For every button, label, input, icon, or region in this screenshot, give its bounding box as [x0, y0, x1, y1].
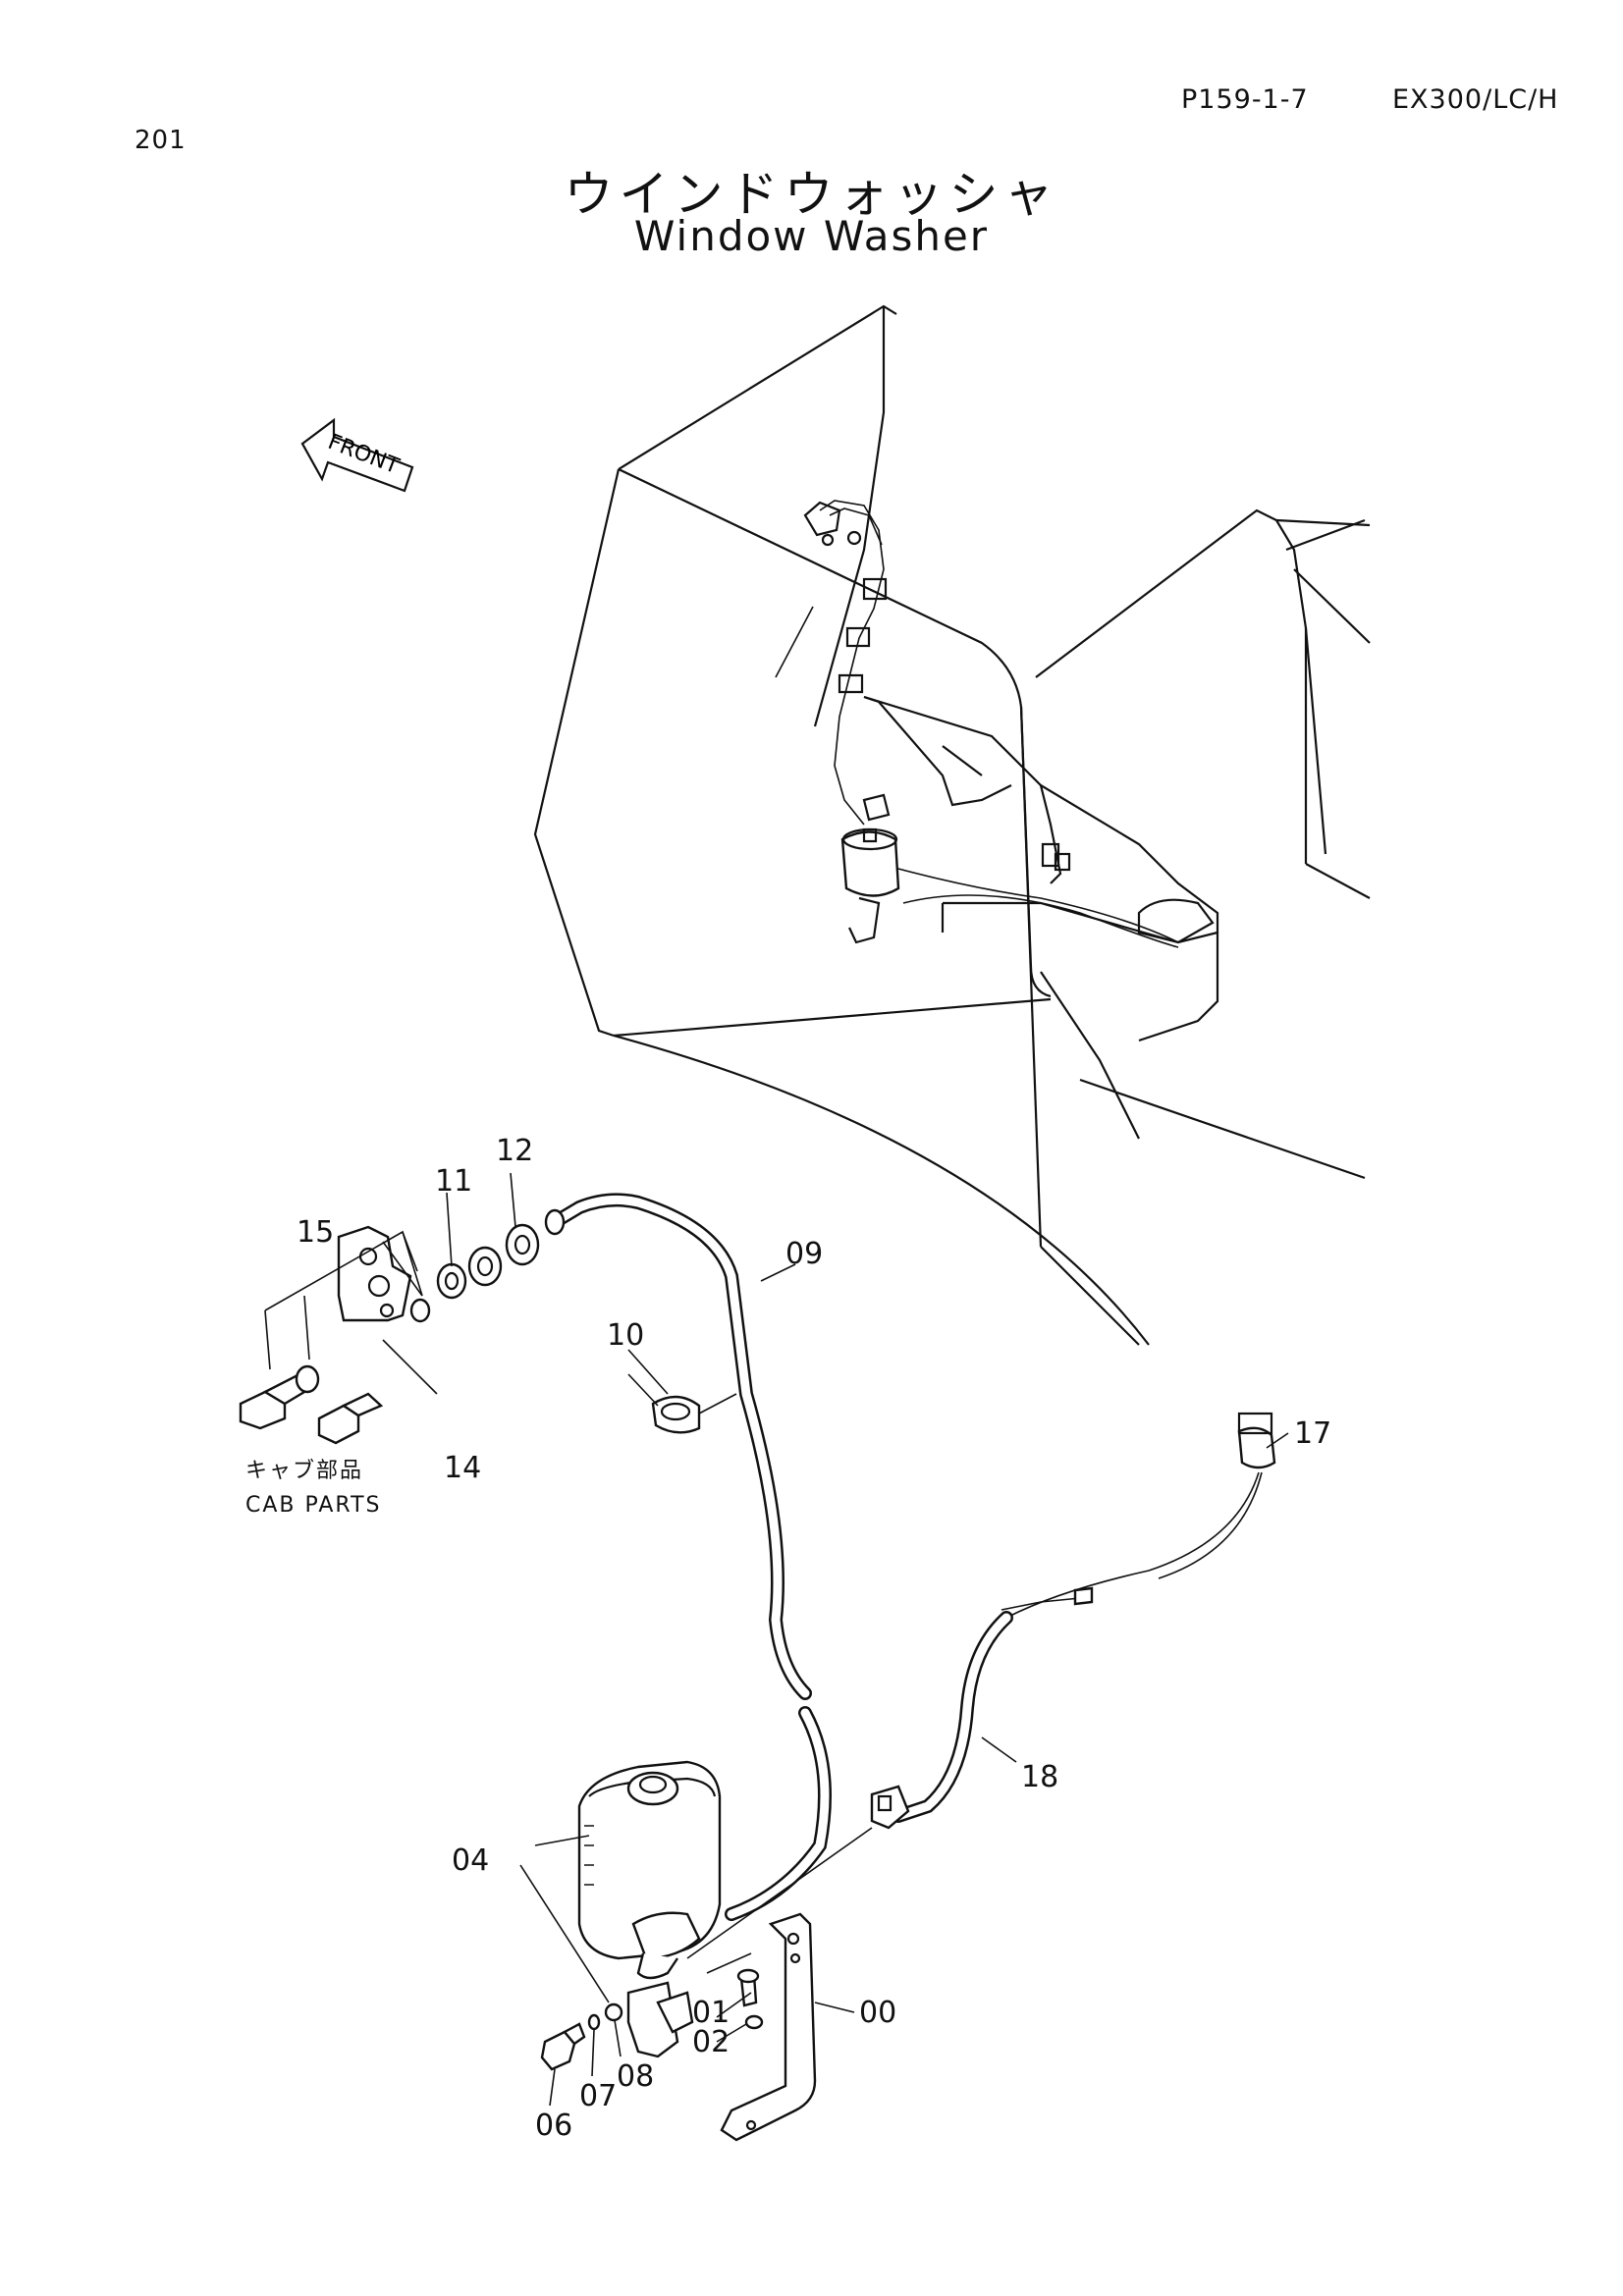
part-label-07: 07 — [579, 2079, 617, 2113]
part-label-01: 01 — [692, 1996, 730, 2030]
part-label-12: 12 — [496, 1134, 533, 1168]
part-label-00: 00 — [859, 1996, 896, 2030]
part-label-09: 09 — [785, 1237, 823, 1271]
page-number: 201 — [135, 126, 187, 155]
part-label-10: 10 — [607, 1318, 644, 1353]
upper-hose-assembly — [803, 500, 1179, 944]
part-labels: 12 11 15 09 10 14 17 18 04 00 01 02 08 0… — [297, 1134, 1331, 2143]
title-english: Window Washer — [633, 212, 990, 260]
part-label-14: 14 — [444, 1451, 481, 1485]
main-hose — [544, 1193, 832, 1921]
mounting-bracket — [519, 1864, 855, 2142]
switch-harness — [686, 1412, 1289, 1959]
hose-clip — [627, 1373, 737, 1434]
part-label-06: 06 — [535, 2109, 572, 2143]
page-code: P159-1-7 — [1181, 84, 1309, 115]
part-label-15: 15 — [297, 1215, 334, 1250]
cab-outline — [533, 304, 1371, 1346]
front-arrow: FRONT — [300, 417, 414, 493]
bracket-assembly — [239, 1172, 669, 1445]
part-label-02: 02 — [692, 2025, 730, 2059]
front-arrow-label: FRONT — [325, 430, 404, 479]
title-japanese: ウインドウォッシャ — [564, 166, 1059, 223]
part-label-08: 08 — [617, 2059, 654, 2094]
part-label-04: 04 — [452, 1843, 489, 1878]
part-label-18: 18 — [1021, 1760, 1058, 1794]
cab-parts-english: CAB PARTS — [245, 1493, 382, 1518]
part-label-11: 11 — [435, 1164, 472, 1199]
part-label-17: 17 — [1294, 1416, 1331, 1451]
cab-parts-japanese: キャブ部品 — [245, 1459, 363, 1483]
washer-tank — [534, 1760, 722, 1980]
model-code: EX300/LC/H — [1392, 84, 1559, 115]
